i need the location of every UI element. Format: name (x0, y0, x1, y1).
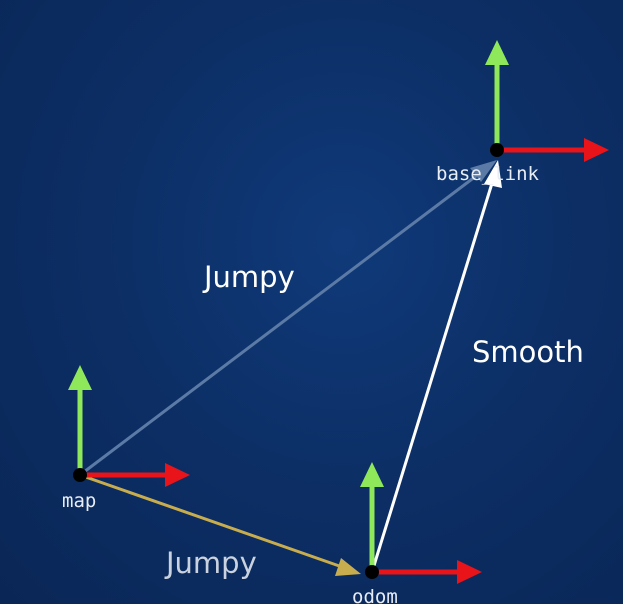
edge-map-to-base-link (79, 160, 497, 477)
odom-origin (365, 565, 379, 579)
edge-label-odom-base-link: Smooth (472, 335, 584, 369)
edge-map-to-base-link-arrowhead (470, 160, 497, 182)
map-origin (73, 468, 87, 482)
frame-map: map (62, 365, 190, 512)
map-y-axis-arrowhead (68, 365, 92, 390)
frame-odom: odom (352, 462, 482, 604)
edge-map-to-odom (79, 473, 361, 576)
odom-y-axis-arrowhead (360, 462, 384, 487)
edge-label-map-odom: Jumpy (164, 546, 257, 580)
edge-odom-to-base-link-arrowhead (484, 160, 502, 188)
base-link-y-axis-arrowhead (485, 40, 509, 65)
map-label: map (62, 490, 96, 512)
base-link-x-axis-arrowhead (584, 138, 609, 162)
base-link-label: base_link (436, 163, 540, 185)
odom-label: odom (352, 586, 398, 604)
frame-base-link: base_link (436, 40, 609, 185)
odom-x-axis-arrowhead (457, 560, 482, 584)
edge-odom-to-base-link (370, 160, 502, 573)
map-x-axis-arrowhead (165, 463, 190, 487)
edge-label-map-base-link: Jumpy (202, 260, 295, 294)
edge-map-to-odom-arrowhead (335, 558, 361, 576)
base-link-origin (490, 143, 504, 157)
